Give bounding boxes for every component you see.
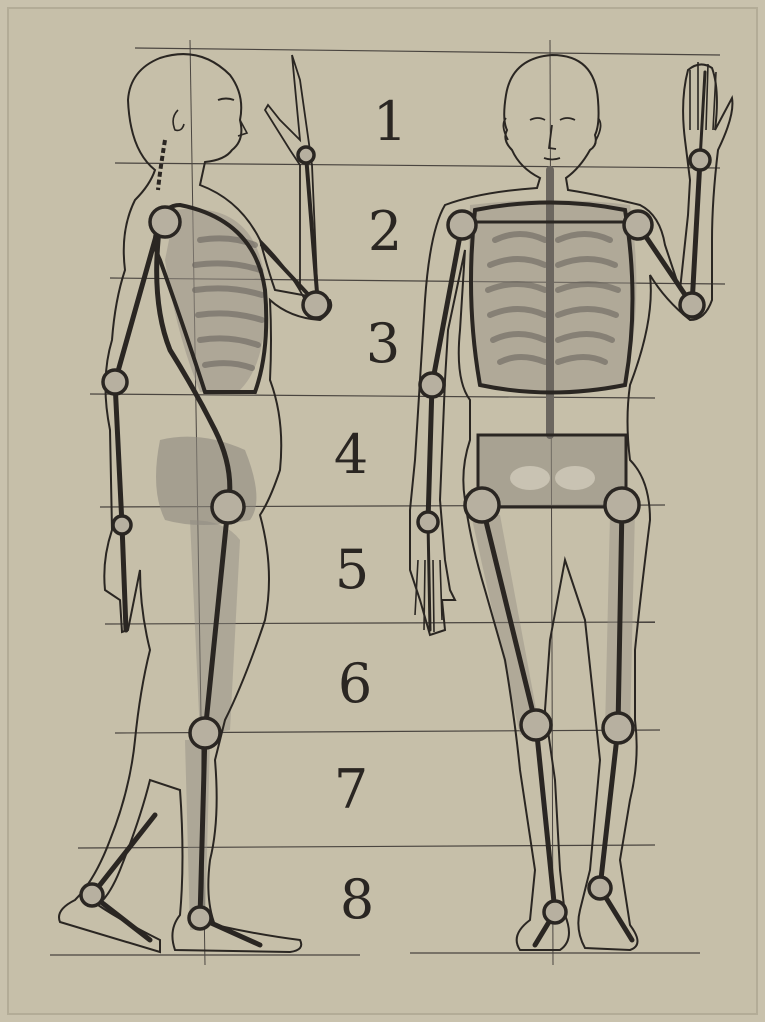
head-unit-label: 8 <box>340 868 374 931</box>
front-left-shoulder-joint <box>448 211 476 239</box>
head-unit-label: 4 <box>334 423 368 486</box>
side-raised-wrist-joint <box>298 147 314 163</box>
side-knee-joint <box>190 718 220 748</box>
front-right-shoulder-joint <box>624 211 652 239</box>
head-unit-label: 2 <box>368 200 402 263</box>
front-right-knee-joint <box>603 713 633 743</box>
front-left-ankle-joint <box>544 901 566 923</box>
front-right-hip-joint <box>605 488 639 522</box>
front-left-hip-joint <box>465 488 499 522</box>
side-hip-joint <box>212 491 244 523</box>
front-right-ankle-joint <box>589 877 611 899</box>
head-unit-label: 7 <box>334 758 368 821</box>
head-unit-label: 6 <box>338 652 372 715</box>
front-right-wrist-joint <box>690 150 710 170</box>
side-shoulder-joint <box>150 207 180 237</box>
side-elbow-joint <box>103 370 127 394</box>
side-wrist-joint <box>113 516 131 534</box>
side-ankle-joint <box>189 907 211 929</box>
side-raised-elbow-joint <box>303 292 329 318</box>
head-unit-label: 5 <box>335 538 369 601</box>
front-left-knee-joint <box>521 710 551 740</box>
head-unit-label: 1 <box>373 90 407 153</box>
side-back-ankle-joint <box>81 884 103 906</box>
front-left-elbow-joint <box>420 373 444 397</box>
front-left-wrist-joint <box>418 512 438 532</box>
front-left-hand-line <box>428 522 430 630</box>
front-pelvis-shade <box>478 435 626 507</box>
front-right-elbow-joint <box>680 293 704 317</box>
head-unit-label: 3 <box>366 312 400 375</box>
